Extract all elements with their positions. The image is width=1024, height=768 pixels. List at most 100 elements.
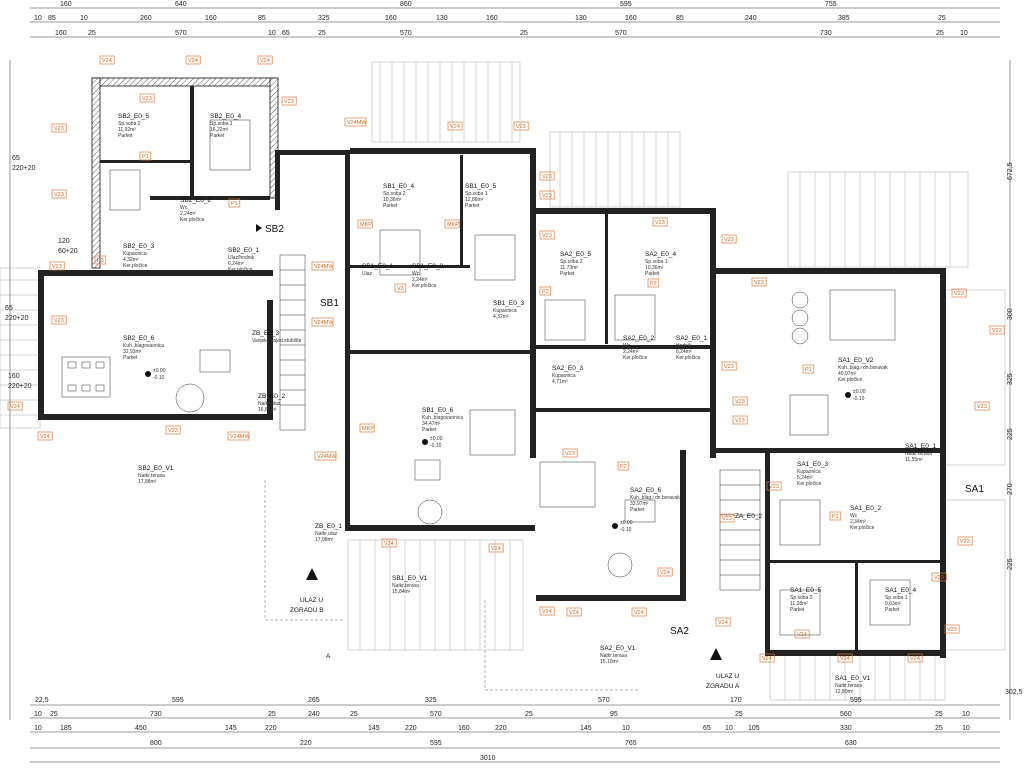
- room-name: ZB_E0_1: [315, 523, 342, 530]
- svg-text:V24MW: V24MW: [314, 264, 334, 270]
- svg-text:MKP: MKP: [360, 222, 372, 228]
- material-tag: P2: [617, 461, 630, 471]
- section-marker-sb2-icon: [256, 224, 262, 232]
- room-name: SA2_E0_1: [676, 335, 707, 342]
- room-name: SA1_E0_V1: [835, 675, 871, 682]
- dim-top-3-9: 730: [820, 30, 832, 37]
- room-area: 11,73m²: [560, 265, 578, 271]
- entrance-b-line2: ZGRADU B: [290, 607, 324, 614]
- svg-text:V23: V23: [754, 280, 764, 286]
- svg-text:V23: V23: [992, 328, 1002, 334]
- level-sa2-top: ±0.00: [620, 520, 633, 526]
- dim-bot-4-4: 630: [845, 740, 857, 747]
- material-tag: P2: [647, 278, 660, 288]
- svg-text:V23: V23: [565, 451, 575, 457]
- dim-bot-1-2: 265: [308, 697, 320, 704]
- dim-bot-3-3: 145: [225, 725, 237, 732]
- dim-bot-2-4: 240: [308, 711, 320, 718]
- svg-text:MKP: MKP: [362, 426, 374, 432]
- material-tag: V23: [957, 536, 973, 546]
- room-area: 2,24m²: [180, 211, 196, 217]
- dim-bot-4-3: 765: [625, 740, 637, 747]
- room-area: 40,97m²: [838, 371, 857, 377]
- dim-top-3-3: 10: [268, 30, 276, 37]
- svg-text:V24: V24: [542, 609, 552, 615]
- svg-text:V24MW: V24MW: [314, 320, 334, 326]
- room-name: SB1_E0_6: [422, 407, 453, 414]
- dim-top-1-4: 755: [825, 1, 837, 8]
- room-name: SA2_E0_5: [560, 251, 591, 258]
- dim-bot-1-3: 325: [425, 697, 437, 704]
- room-area: 17,88m²: [138, 479, 157, 485]
- level-sb2-top: ±0.00: [153, 368, 166, 374]
- room-desc: Natkr.ulaz: [315, 531, 338, 537]
- level-sa1-top: ±0.00: [853, 389, 866, 395]
- svg-text:V23: V23: [960, 539, 970, 545]
- svg-text:V24: V24: [260, 58, 270, 64]
- dim-top-1-3: 595: [620, 1, 632, 8]
- material-tag: V24: [759, 653, 775, 663]
- room-desc: Sp.soba 1: [645, 259, 668, 265]
- room-name: SB2_E0_5: [118, 113, 149, 120]
- material-tag: V23: [951, 288, 967, 298]
- svg-text:V24: V24: [762, 656, 772, 662]
- level-sb1-bottom: -0.10: [430, 443, 442, 449]
- room-name: SA1_E0_2: [850, 505, 881, 512]
- room-name: ZB_E0_2: [258, 393, 285, 400]
- dim-top-3-0: 160: [55, 30, 67, 37]
- material-tag: V24: [566, 607, 582, 617]
- dim-bot-3-4: 220: [265, 725, 277, 732]
- entrance-b-arrow-icon: [306, 568, 318, 580]
- room-area: 4,71m²: [552, 379, 568, 385]
- dim-top-2-4: 10: [80, 15, 88, 22]
- dim-bot-3-11: 65: [703, 725, 711, 732]
- level-sa1-bottom: -0.10: [853, 396, 865, 402]
- room-area: 4,32m²: [123, 257, 139, 263]
- room-area: 16,85m²: [258, 407, 277, 413]
- marker-a: A: [326, 653, 331, 660]
- dim-top-3-4: 65: [282, 30, 290, 37]
- material-tag: V24: [488, 543, 504, 553]
- dim-top-2-8: 130: [436, 15, 448, 22]
- room-floor: Ker.pločice: [838, 377, 863, 383]
- room-floor: Parket: [118, 133, 133, 139]
- dim-bot-4-1: 220: [300, 740, 312, 747]
- room-area: 12,80m²: [835, 689, 854, 695]
- svg-text:P2: P2: [832, 514, 839, 520]
- dim-bot-3-16: 10: [962, 725, 970, 732]
- dim-bot-2-2: 730: [150, 711, 162, 718]
- svg-text:V24: V24: [10, 404, 20, 410]
- room-area: 11,55m²: [905, 457, 923, 463]
- svg-text:V23: V23: [54, 126, 64, 132]
- dim-total: 3010: [480, 755, 496, 762]
- material-tag: V23: [539, 190, 555, 200]
- room-desc: Kupaonica: [797, 469, 821, 475]
- dim-bot-3-0: 10: [34, 725, 42, 732]
- material-tag: V23: [165, 425, 181, 435]
- dim-top-2-11: 160: [625, 15, 637, 22]
- dim-bot-1-1: 595: [172, 697, 184, 704]
- material-tag: V24MW: [227, 431, 250, 441]
- room-area: 6,24m²: [676, 349, 692, 355]
- room-floor: Parket: [465, 203, 480, 209]
- dim-bot-1-5: 170: [730, 697, 742, 704]
- material-tag: V23: [539, 230, 555, 240]
- room-name: SA2_E0_4: [645, 251, 676, 258]
- material-tag: V23: [944, 624, 960, 634]
- dim-bot-2-5: 25: [350, 711, 358, 718]
- dim-bot-3-8: 220: [495, 725, 507, 732]
- room-desc: Vanjsko zajed.stubište: [252, 338, 302, 344]
- room-floor: Parket: [885, 607, 900, 613]
- material-tag: V23: [751, 277, 767, 287]
